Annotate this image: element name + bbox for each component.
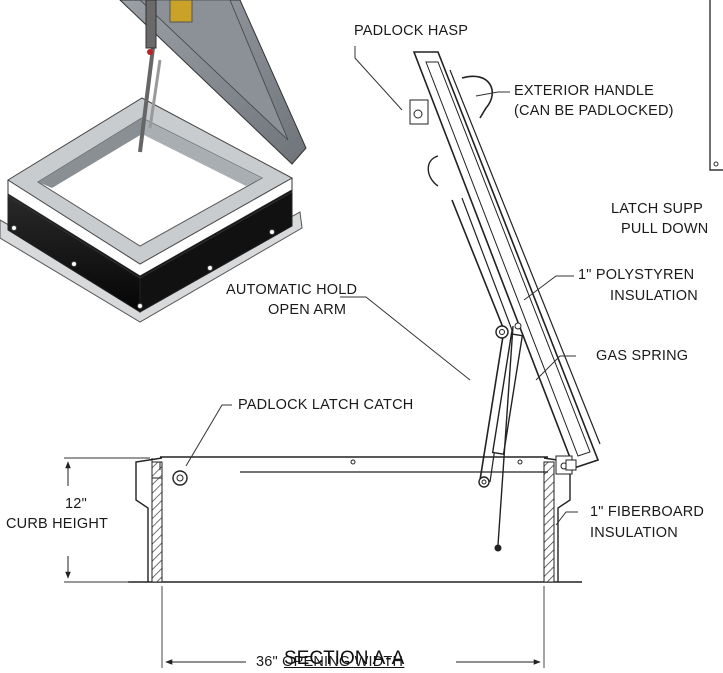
label-curb-height: CURB HEIGHT (6, 516, 109, 532)
isometric-hatch-view (0, 0, 307, 323)
label-polystyrene: 1" POLYSTYREN (578, 267, 695, 283)
leader-lines (185, 46, 578, 526)
label-fiberboard-insulation: INSULATION (590, 525, 678, 541)
right-fiberboard (543, 461, 555, 583)
curb-wall-right (139, 189, 293, 313)
label-automatic-hold: AUTOMATIC HOLD (226, 282, 358, 298)
curb-inner-wall-right (142, 118, 262, 186)
label-fiberboard: 1" FIBERBOARD (590, 504, 705, 520)
curb-inner-wall-back (38, 118, 142, 188)
lid-inner (139, 0, 289, 141)
label-polystyrene-insulation: INSULATION (610, 288, 698, 304)
section-title: SECTION A-A (284, 648, 405, 669)
iso-latch (169, 0, 193, 23)
label-exterior-handle: EXTERIOR HANDLE (514, 83, 654, 99)
label-latch-pull-down: PULL DOWN (621, 221, 709, 237)
padlock-hasp (409, 99, 429, 125)
label-opening-width: 36" OPENING WIDTH (256, 654, 404, 670)
exterior-handle (461, 75, 494, 119)
label-open-arm: OPEN ARM (268, 302, 347, 318)
label-latch-support: LATCH SUPP (611, 201, 703, 217)
label-exterior-handle-padlocked: (CAN BE PADLOCKED) (514, 103, 674, 119)
padlock-latch-catch (172, 470, 188, 486)
label-padlock-latch-catch: PADLOCK LATCH CATCH (238, 397, 414, 413)
label-gas-spring: GAS SPRING (596, 348, 689, 364)
label-curb-height-value: 12" (65, 496, 87, 512)
left-fiberboard (151, 461, 163, 583)
opening-width-dimension (161, 586, 545, 668)
latch-detail-view (709, 0, 723, 171)
iso-hold-arm (138, 39, 156, 153)
label-padlock-hasp: PADLOCK HASP (354, 23, 469, 39)
curb-height-dimension (64, 457, 150, 583)
left-curb-profile (135, 457, 163, 582)
gas-spring (491, 322, 524, 552)
lid-panel (119, 0, 307, 165)
